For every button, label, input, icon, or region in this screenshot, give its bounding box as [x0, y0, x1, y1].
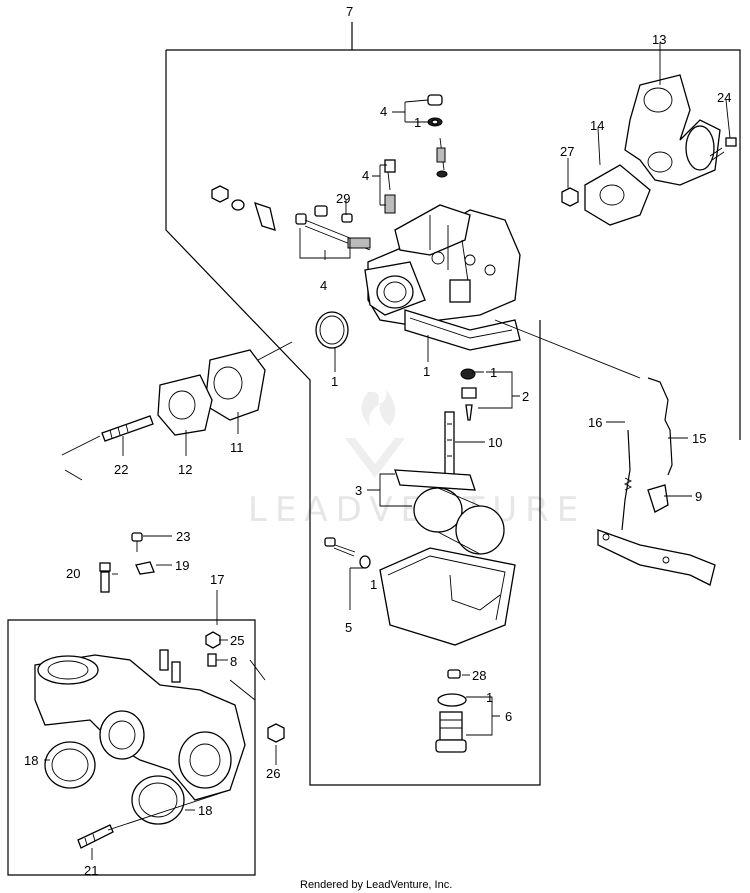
- callout-6: 6: [505, 709, 512, 724]
- insulator-11: [204, 349, 266, 421]
- pilot-screw-parts: [384, 94, 448, 214]
- callout-14: 14: [590, 118, 604, 133]
- callout-5: 5: [345, 620, 352, 635]
- callout-3: 3: [355, 483, 362, 498]
- gasket-13: [624, 74, 721, 186]
- callout-11: 11: [230, 440, 244, 455]
- callout-1-oring: 1: [331, 374, 338, 389]
- callout-22: 22: [114, 462, 128, 477]
- callout-labels: 7 4 1 4 29 4 13 24 14 27 1 1 1 2 10 3 16…: [24, 4, 731, 878]
- bolt-24: [709, 137, 737, 161]
- callout-18-left: 18: [24, 753, 38, 768]
- callout-4-left: 4: [320, 278, 327, 293]
- callout-25: 25: [230, 633, 244, 648]
- jet-28: [447, 669, 461, 679]
- footer-credit: Rendered by LeadVenture, Inc.: [300, 879, 452, 891]
- manifold-assembly-boundary: [7, 619, 256, 876]
- callout-20: 20: [66, 566, 80, 581]
- callout-9: 9: [695, 489, 702, 504]
- nut-25: [205, 631, 221, 667]
- drain-bolt: [435, 711, 467, 753]
- stud-22: [101, 415, 154, 442]
- clip-19: [135, 561, 155, 575]
- stud-21: [77, 824, 114, 849]
- callout-8: 8: [230, 654, 237, 669]
- callout-26: 26: [266, 766, 280, 781]
- callout-27: 27: [560, 144, 574, 159]
- throttle-stop-parts: [211, 185, 371, 251]
- callout-21: 21: [84, 863, 98, 878]
- float: [394, 469, 505, 555]
- callout-18-right: 18: [198, 803, 212, 818]
- watermark-text: LEADVENTURE: [248, 490, 586, 530]
- callout-23: 23: [176, 529, 190, 544]
- nut-26: [267, 723, 285, 743]
- clip-9: [647, 484, 669, 513]
- screw-23: [131, 532, 143, 552]
- carburetor-body: [364, 204, 521, 351]
- callout-29: 29: [336, 191, 350, 206]
- callout-24: 24: [717, 90, 731, 105]
- callout-10: 10: [488, 435, 502, 450]
- callout-17: 17: [210, 572, 224, 587]
- leader-lines: [44, 42, 731, 860]
- callout-1-gasket: 1: [423, 364, 430, 379]
- callout-1-valve: 1: [490, 365, 497, 380]
- watermark: LEADVENTURE: [248, 390, 586, 530]
- fitting-20: [99, 562, 111, 593]
- throttle-rod-15: [647, 377, 673, 476]
- callout-13: 13: [652, 32, 666, 47]
- callout-19: 19: [175, 558, 189, 573]
- callout-4-mid: 4: [362, 168, 369, 183]
- callout-1-top: 1: [414, 115, 421, 130]
- callout-1-drain: 1: [370, 577, 377, 592]
- callout-2: 2: [522, 389, 529, 404]
- callout-12: 12: [178, 462, 192, 477]
- main-nozzle: [444, 411, 455, 477]
- callout-1-bolt: 1: [486, 690, 493, 705]
- callout-7: 7: [346, 4, 353, 19]
- carburetor-assembly-boundary: [165, 22, 741, 786]
- throttle-leader: [494, 319, 641, 379]
- o-ring-bolt: [437, 693, 467, 707]
- callout-4-top: 4: [380, 104, 387, 119]
- float-chamber: [379, 547, 516, 646]
- governor-spring-16: [621, 429, 633, 531]
- callout-28: 28: [472, 668, 486, 683]
- callout-16: 16: [588, 415, 602, 430]
- drain-screw: [324, 537, 371, 569]
- float-valve: [460, 368, 477, 421]
- callout-15: 15: [692, 431, 706, 446]
- gasket-12: [157, 374, 213, 436]
- throttle-lever: [597, 529, 716, 586]
- o-ring-inlet: [315, 311, 349, 349]
- intake-manifold: [34, 649, 246, 801]
- nut-27: [561, 187, 579, 207]
- gasket-14: [584, 164, 651, 226]
